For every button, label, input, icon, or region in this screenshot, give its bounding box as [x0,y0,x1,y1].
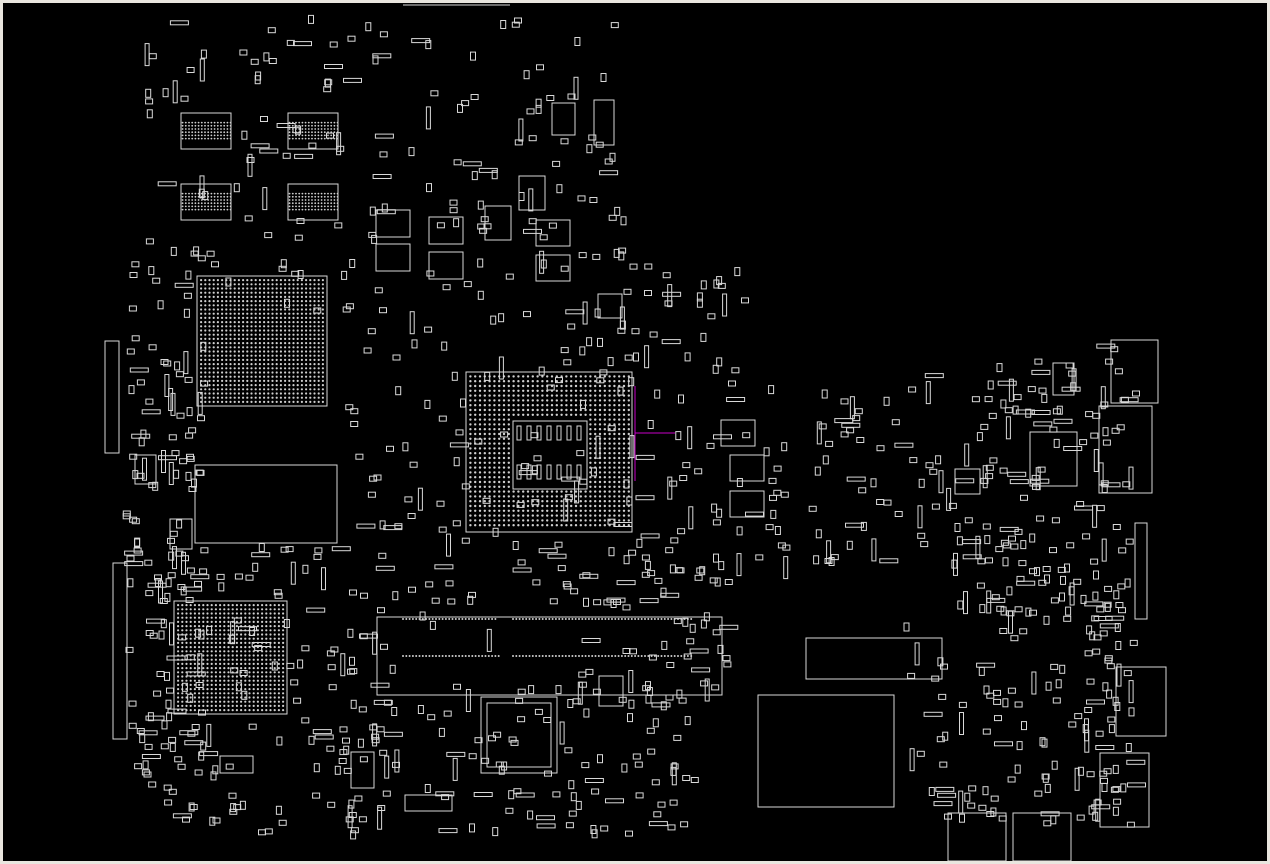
inductor-9 [551,102,576,136]
cpu-bga-socket-balls [469,375,630,527]
ic-square-right [954,468,981,495]
bga-chip-upper-left-balls [200,279,324,403]
qfp-chip-bottom[interactable] [480,696,558,774]
qfp-chip-body [486,702,552,768]
memory-chip-pads [181,121,339,211]
edge-connector-left-lower[interactable] [112,562,128,740]
cpu-bga-socket[interactable] [465,371,633,533]
slot-connector-pins [402,618,693,657]
memory-chip-3[interactable] [180,183,232,221]
connector-bottom-right-b[interactable] [1012,812,1072,861]
cpu-center-keepout [512,420,588,490]
inductor-5 [484,205,512,241]
component-right-top[interactable] [1110,339,1159,404]
memory-chip-4[interactable] [287,183,339,221]
ic-right-middle[interactable] [1029,431,1078,487]
connector-right-edge[interactable] [1134,522,1148,620]
board-layout[interactable] [3,3,1267,861]
connector-bottom-right-a[interactable] [947,812,1007,861]
ic-square-center-top [597,293,623,319]
bga-chip-upper-left[interactable] [196,275,328,407]
inductor-4 [428,251,464,280]
large-outline-bottom-right[interactable] [757,694,895,808]
bga-chip-lower-left-balls [177,604,285,712]
component-left-lower [169,518,193,550]
mosfet-1 [720,419,756,447]
inductor-3 [428,216,464,245]
heatsink-outline-left[interactable] [194,464,338,544]
connector-right-middle[interactable] [805,637,943,680]
connector-right-upper[interactable] [1098,405,1153,494]
inductor-2 [375,243,411,272]
connector-right-lower[interactable] [1115,666,1167,737]
passive-components [122,14,1146,840]
inductor-8 [535,254,571,282]
bga-chip-lower-left[interactable] [173,600,288,715]
memory-chip-2[interactable] [287,112,339,150]
connector-right-bottom[interactable] [1099,752,1150,828]
component-left-mid [134,454,157,485]
inductor-10 [593,99,615,146]
slot-connector-bottom[interactable] [376,616,723,696]
component-bottom-center [404,794,453,812]
mosfet-3 [729,490,765,518]
ic-small-right [1052,362,1075,396]
component-bottom-left-2 [219,755,254,774]
edge-connector-left-upper[interactable] [104,340,120,454]
ic-square-bottom [598,675,624,707]
mosfet-2 [729,454,765,482]
component-bottom-left [350,751,375,789]
memory-chip-1[interactable] [180,112,232,150]
